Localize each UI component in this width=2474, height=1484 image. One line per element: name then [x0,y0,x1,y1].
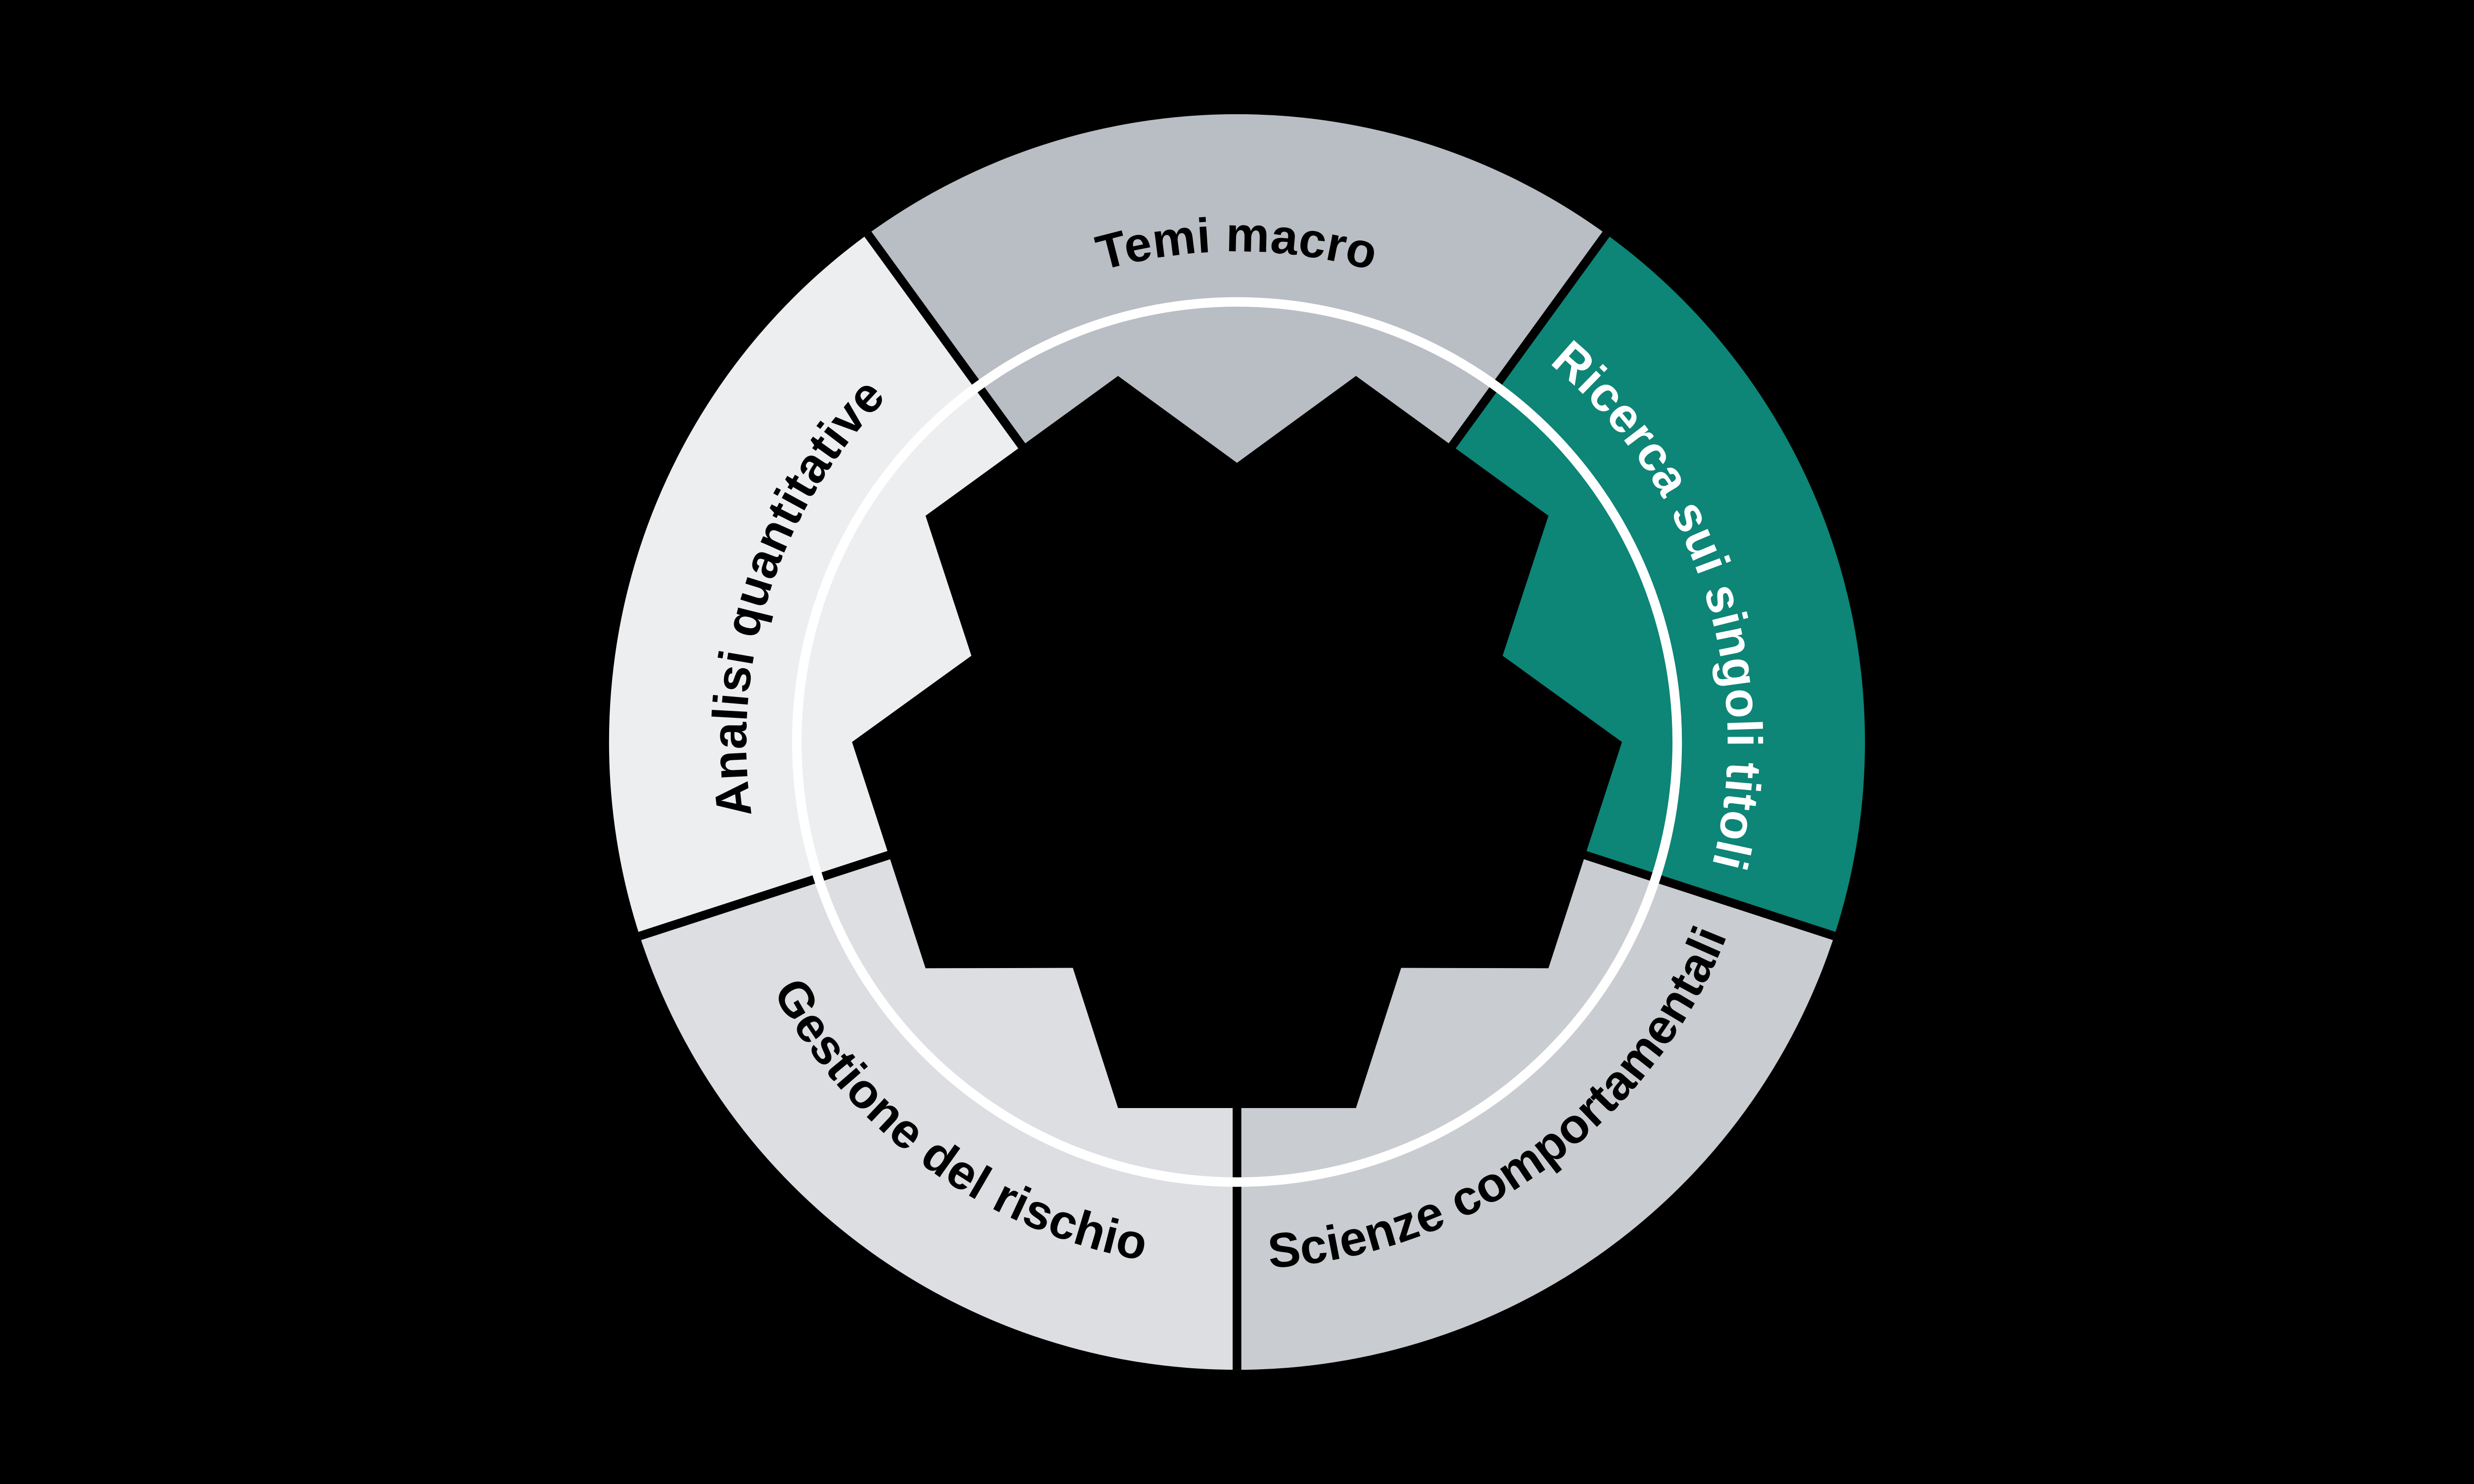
segment-temi-macro [868,114,1606,742]
gear-icon [852,376,1622,1108]
inner-ring [792,297,1682,1187]
